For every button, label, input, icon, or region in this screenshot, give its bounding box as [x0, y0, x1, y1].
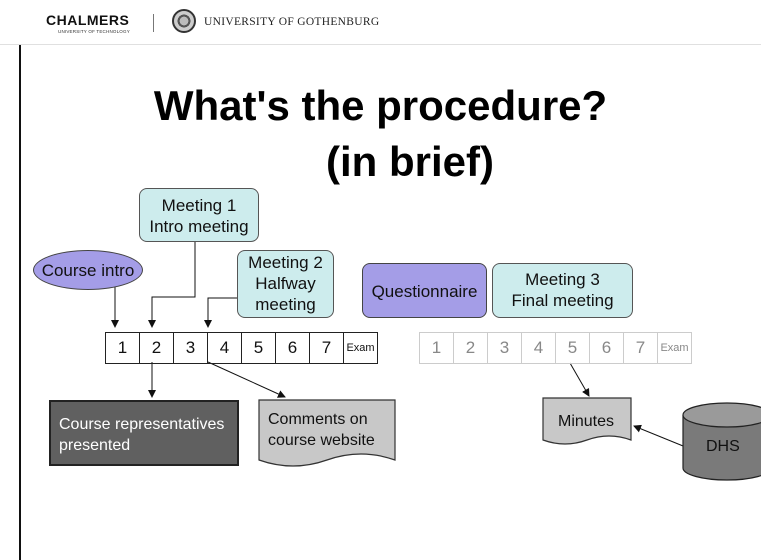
course-reps-line1: Course representatives — [59, 416, 225, 433]
meeting2-line2: Halfway — [255, 274, 316, 293]
course-reps-box: Course representatives presented — [49, 400, 239, 466]
timeline2-week-4: 4 — [521, 332, 555, 364]
meeting1-line1: Meeting 1 — [161, 196, 237, 215]
meeting1-line2: Intro meeting — [149, 217, 249, 236]
chalmers-subtitle: UNIVERSITY OF TECHNOLOGY — [58, 29, 130, 34]
timeline2-week-1: 1 — [419, 332, 453, 364]
timeline2-week-5: 5 — [555, 332, 589, 364]
slide-title-line1: What's the procedure? — [153, 82, 608, 129]
questionnaire-label: Questionnaire — [371, 282, 478, 301]
minutes-label: Minutes — [558, 413, 615, 430]
slide-frame-left — [19, 45, 21, 560]
meeting2-line3: meeting — [255, 295, 316, 314]
university-seal-icon — [172, 9, 196, 33]
meeting2-box: Meeting 2 Halfway meeting — [237, 250, 334, 318]
meeting3-box: Meeting 3 Final meeting — [492, 263, 633, 318]
gothenburg-logo: UNIVERSITY OF GOTHENBURG — [204, 16, 380, 28]
arrow-meeting1 — [148, 242, 196, 328]
arrow-to-comments — [207, 361, 286, 398]
timeline1-week-1: 1 — [105, 332, 139, 364]
timeline1-week-5: 5 — [241, 332, 275, 364]
timeline1-week-6: 6 — [275, 332, 309, 364]
timeline2-week-7: 7 — [623, 332, 657, 364]
comments-line2: course website — [268, 432, 375, 449]
arrow-to-minutes — [569, 362, 590, 397]
header-bar: CHALMERS UNIVERSITY OF TECHNOLOGY UNIVER… — [0, 0, 761, 45]
timeline1-week-7: 7 — [309, 332, 343, 364]
comments-text: Comments on course website — [268, 409, 375, 451]
course-intro-oval: Course intro — [33, 250, 143, 290]
minutes-document-shape — [542, 397, 632, 445]
course-reps-line2: presented — [59, 437, 131, 454]
timeline1-exam: Exam — [343, 332, 378, 364]
questionnaire-box: Questionnaire — [362, 263, 487, 318]
timeline1-week-4: 4 — [207, 332, 241, 364]
chalmers-logo: CHALMERS — [46, 12, 130, 28]
arrow-meeting2 — [204, 297, 237, 328]
meeting2-line1: Meeting 2 — [248, 253, 323, 272]
meeting1-box: Meeting 1 Intro meeting — [139, 188, 259, 242]
timeline2-week-6: 6 — [589, 332, 623, 364]
dhs-label: DHS — [706, 438, 740, 455]
meeting3-line2: Final meeting — [511, 291, 614, 310]
header-divider — [153, 14, 154, 32]
arrow-dhs-to-minutes — [633, 424, 689, 449]
comments-line1: Comments on — [268, 411, 368, 428]
dhs-database-icon — [682, 402, 761, 481]
timeline1-week-3: 3 — [173, 332, 207, 364]
meeting3-line1: Meeting 3 — [525, 270, 600, 289]
comments-document-shape — [258, 399, 396, 467]
slide-title-line2: (in brief) — [326, 138, 494, 185]
timeline2-week-3: 3 — [487, 332, 521, 364]
timeline2-exam: Exam — [657, 332, 692, 364]
timeline2-week-2: 2 — [453, 332, 487, 364]
timeline1-week-2: 2 — [139, 332, 173, 364]
course-intro-label: Course intro — [41, 261, 135, 280]
